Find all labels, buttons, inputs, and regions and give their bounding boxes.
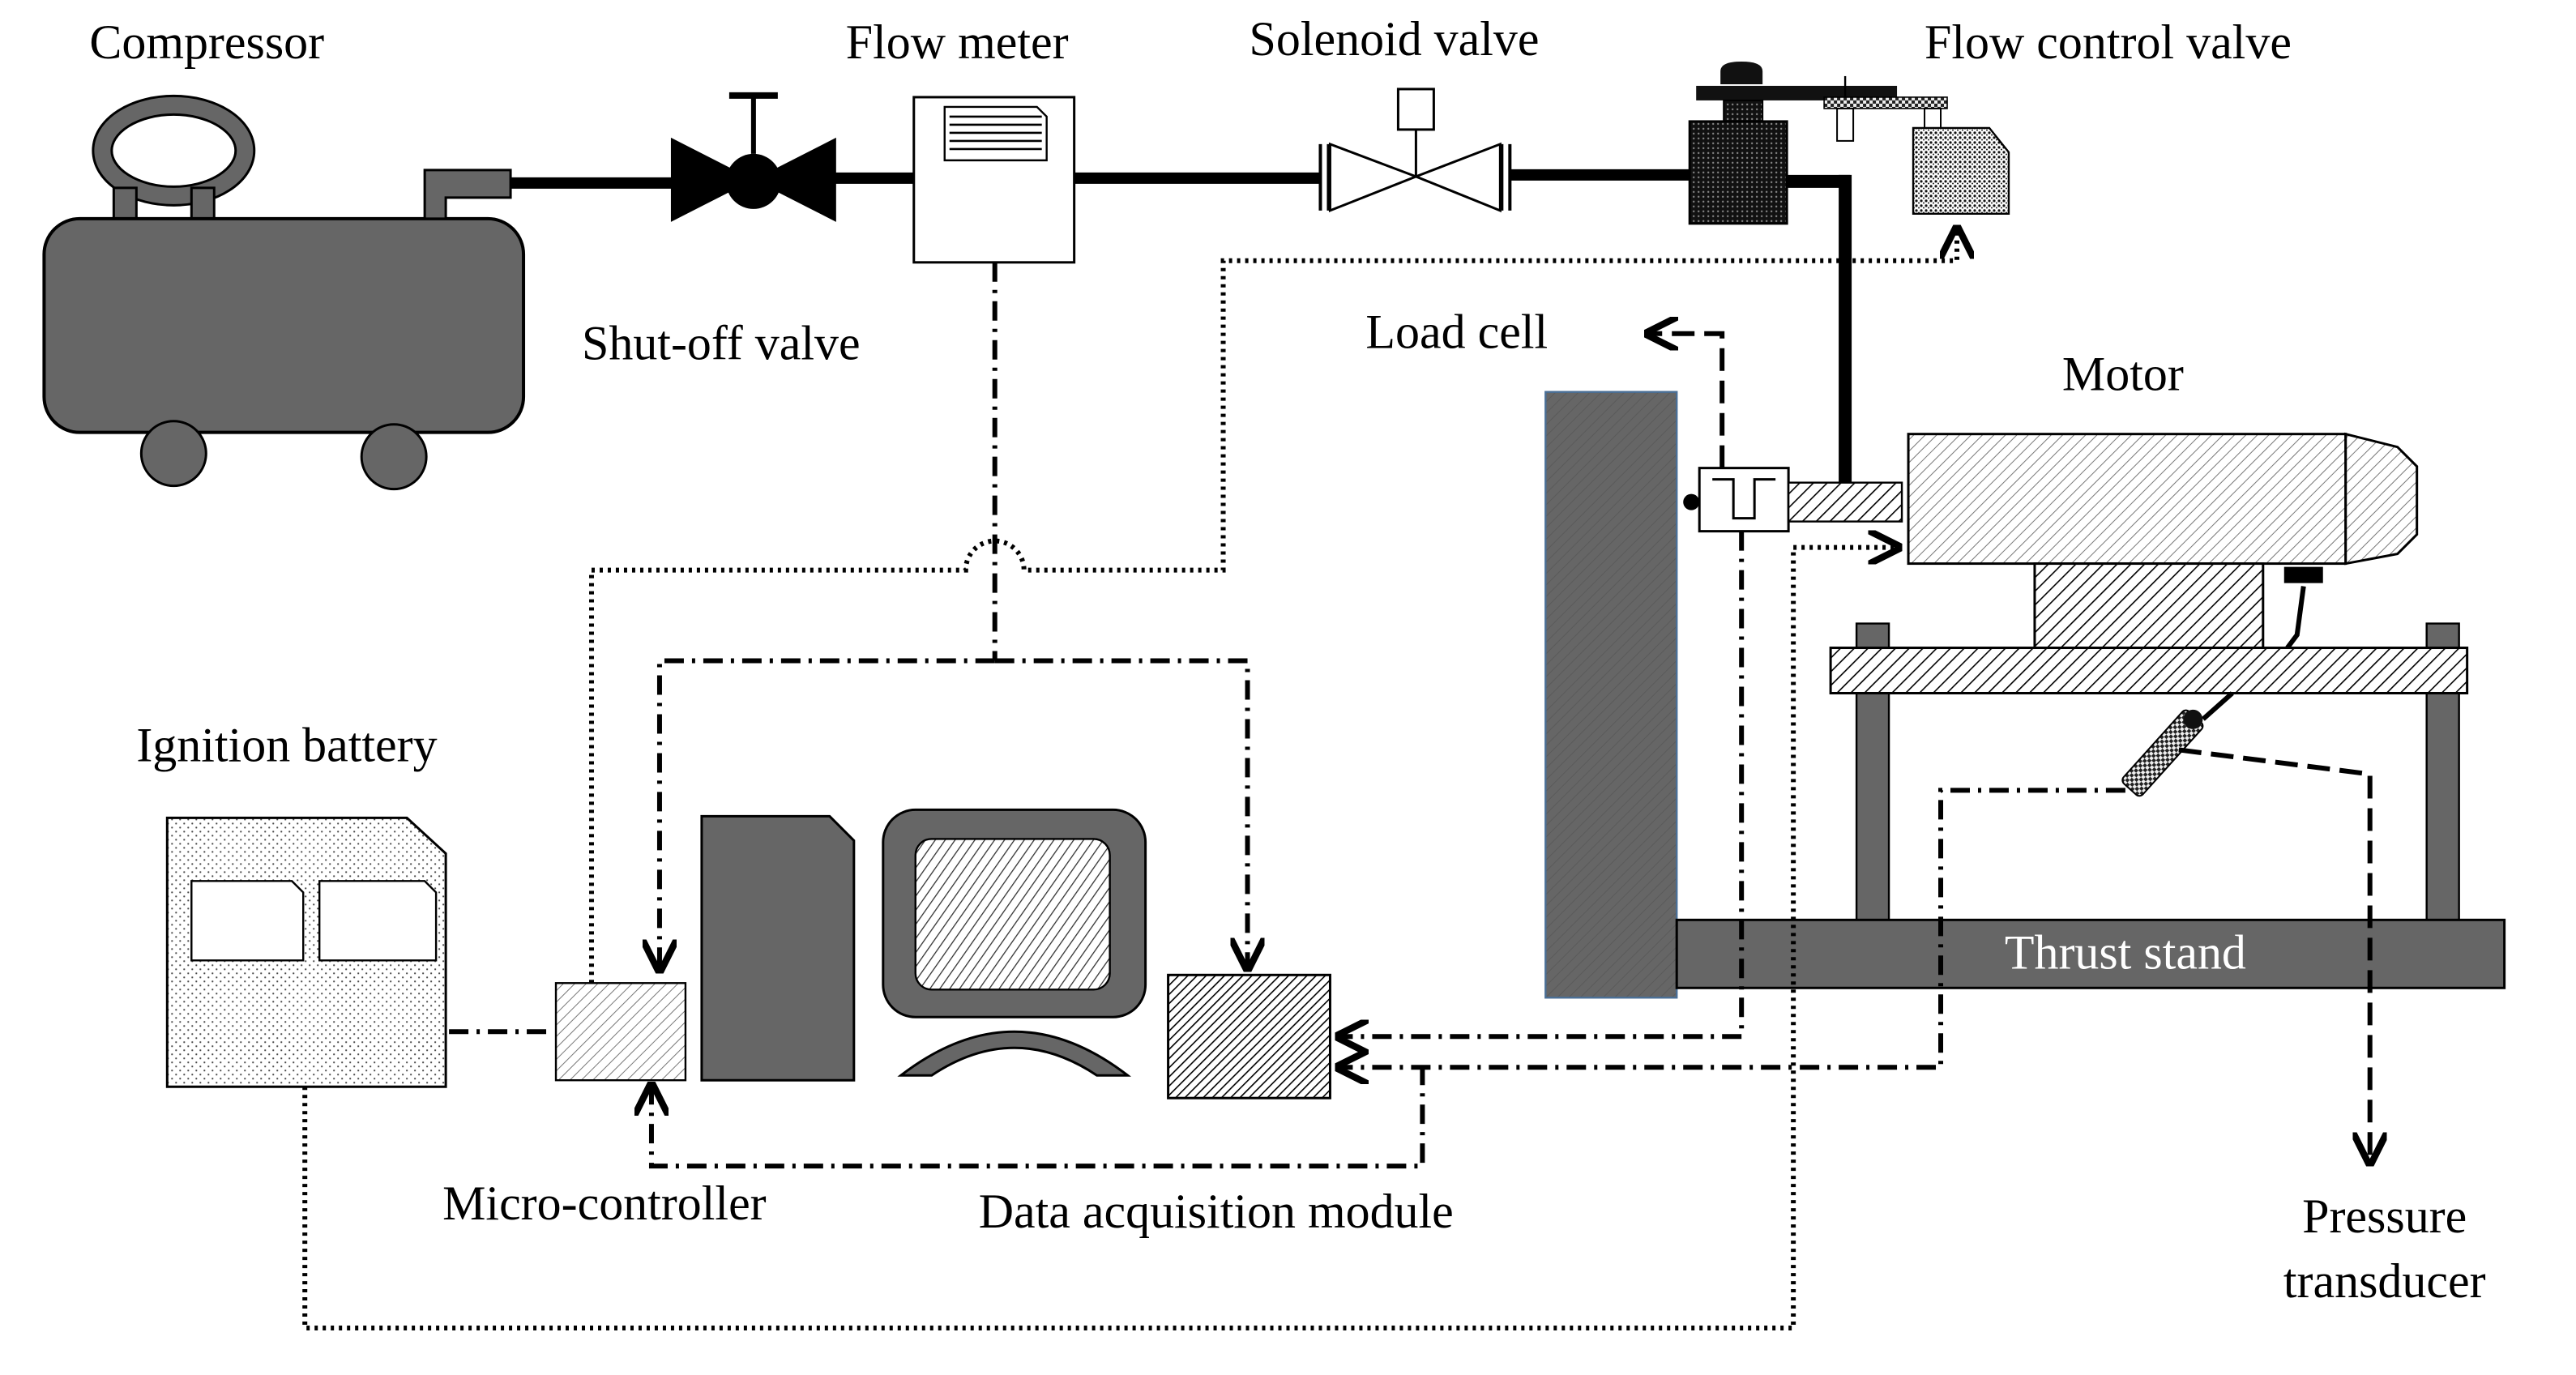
pressure-transducer-label-line2: transducer: [2283, 1254, 2486, 1308]
shutoff-valve-label: Shut-off valve: [582, 317, 861, 370]
computer-tower: [700, 814, 856, 1082]
computer-screen: [914, 838, 1111, 991]
flow-control-valve: [1688, 61, 2010, 225]
compressor-wheel-left: [139, 420, 207, 488]
motor-mount: [2033, 562, 2265, 650]
data-acquisition-module: [1167, 973, 1331, 1100]
thrust-stand-base: [1675, 918, 2506, 989]
motor-label: Motor: [2062, 348, 2184, 401]
computer-stand: [897, 1030, 1132, 1077]
motor-mount-rod: [1787, 481, 1903, 523]
motor: [1907, 432, 2419, 650]
ignition-line: [302, 548, 1899, 1331]
micro-controller: [554, 982, 687, 1082]
pressure-transducer-body: [2121, 709, 2204, 797]
load-cell: [1544, 391, 1903, 999]
data-acquisition-module-label: Data acquisition module: [979, 1185, 1454, 1238]
computer: [700, 808, 1147, 1082]
signal-line-pressure-transducer-to-daq: [1338, 788, 2125, 1067]
flow-meter-label: Flow meter: [846, 15, 1069, 69]
flow-control-valve-label: Flow control valve: [1925, 15, 2292, 69]
compressor-tank: [42, 216, 526, 434]
thrust-stand-label: Thrust stand: [2005, 925, 2246, 979]
control-line-flow-control-valve: [589, 228, 1957, 984]
motor-nozzle: [2344, 432, 2419, 566]
load-cell-wall: [1544, 391, 1678, 999]
flow-control-actuator: [1912, 126, 2010, 216]
load-cell-output-line: [1647, 334, 1725, 468]
shutoff-valve: [670, 92, 836, 222]
motor-body: [1907, 433, 2347, 566]
flow-meter: [912, 96, 1076, 264]
ignition-battery-label: Ignition battery: [136, 718, 437, 771]
solenoid-coil: [1396, 88, 1435, 131]
micro-controller-label: Micro-controller: [442, 1176, 767, 1230]
compressor-wheel-right: [360, 423, 428, 491]
compressor-label: Compressor: [89, 15, 324, 69]
load-cell-sensor: [1698, 467, 1790, 533]
compressor: [42, 94, 526, 491]
signal-line-flow-meter-to-daq: [994, 658, 1248, 969]
ignition-battery: [165, 816, 447, 1088]
solenoid-valve: [1318, 88, 1512, 213]
load-cell-label: Load cell: [1365, 305, 1548, 359]
gas-supply-pipe: [486, 169, 1852, 486]
pressure-transducer: [2121, 691, 2234, 797]
solenoid-valve-label: Solenoid valve: [1250, 12, 1540, 66]
signal-line-load-cell-to-daq: [1338, 531, 1745, 1037]
flow-control-valve-body: [1688, 120, 1788, 225]
thrust-stand-plate: [1829, 647, 2469, 694]
pressure-transducer-label-line1: Pressure: [2302, 1189, 2467, 1243]
signal-line-daq-to-micro-controller: [651, 1065, 1425, 1169]
thrust-stand: Thrust stand: [1675, 622, 2506, 989]
